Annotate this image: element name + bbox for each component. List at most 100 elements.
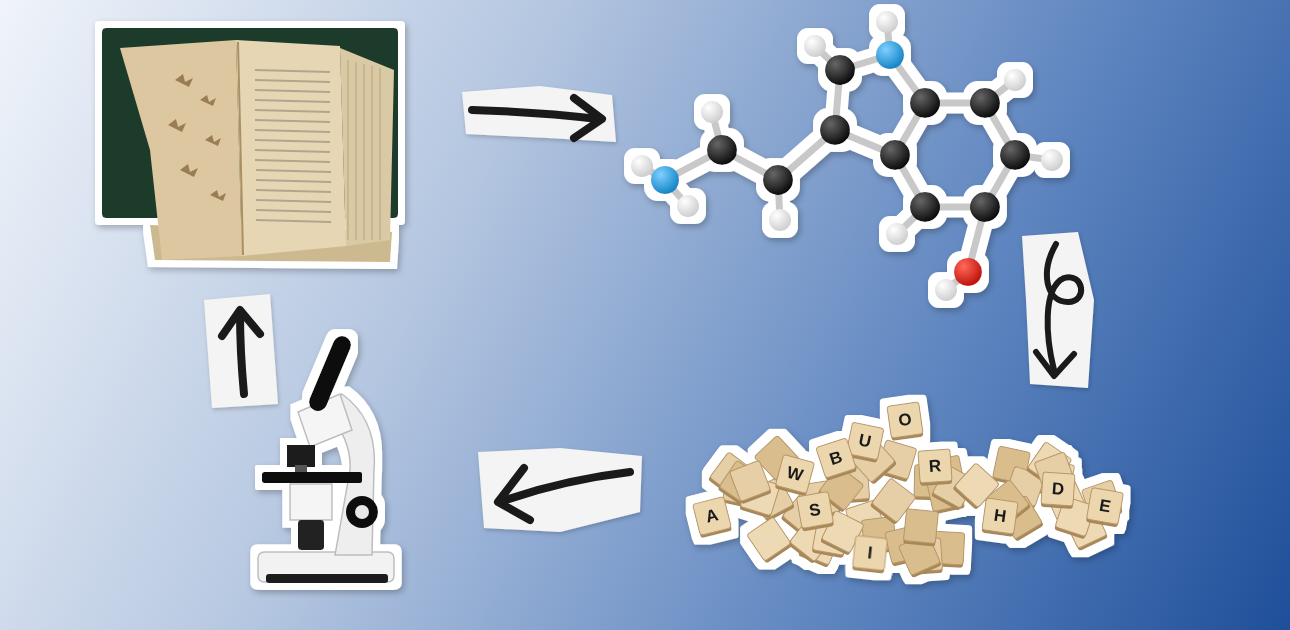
- microscope-picture-part: [318, 345, 342, 402]
- book-picture-part-part: [364, 64, 365, 240]
- molecule-model-part: [825, 55, 855, 85]
- molecule-model-part: [820, 115, 850, 145]
- book-picture-part-part: [200, 95, 216, 106]
- letter-tile-part: [729, 460, 770, 501]
- book-picture-part-part: [255, 100, 330, 102]
- book-picture-part-part: [175, 74, 193, 87]
- book-picture-part-part: [348, 60, 349, 240]
- microscope-picture-part: [346, 496, 378, 528]
- microscope-picture-part: [266, 574, 388, 583]
- tile-letter: O: [897, 411, 912, 430]
- book-picture-part-part: [256, 210, 331, 212]
- molecule-model-part: [1000, 140, 1030, 170]
- book-picture-part-part: [256, 170, 331, 172]
- letter-tile: [1041, 472, 1075, 509]
- molecule-model-part: [970, 192, 1000, 222]
- letter-tile: [852, 535, 887, 573]
- book-picture-part-part: [380, 68, 381, 240]
- letter-tiles-picture: [693, 402, 1124, 578]
- arrow-right-part: [574, 98, 602, 138]
- letter-tile: [816, 438, 857, 481]
- loop-arrow-down-part: [1022, 232, 1094, 388]
- molecule-model-part: [769, 209, 791, 231]
- molecule-model-part: [880, 140, 910, 170]
- book-picture-part-part: [356, 62, 357, 240]
- book-picture: [102, 28, 398, 262]
- arrow-up-part: [204, 294, 278, 408]
- book-picture-part-part: [255, 70, 330, 72]
- book-picture-part-part: [372, 66, 373, 240]
- molecule-model-part: [677, 195, 699, 217]
- arrow-up: [204, 294, 278, 408]
- letter-tile-part: [775, 454, 814, 493]
- book-picture-part: [120, 40, 242, 260]
- molecule-model-part: [935, 279, 957, 301]
- letter-tile-part: [1041, 472, 1075, 506]
- molecule-model-part: [763, 165, 793, 195]
- arrow-right-part: [462, 86, 616, 142]
- letter-tile: [1086, 487, 1124, 527]
- book-picture-part-part: [255, 110, 330, 112]
- letter-tile-part: [903, 509, 938, 544]
- book-picture-part-part: [210, 190, 226, 201]
- book-picture-part-part: [256, 190, 331, 192]
- book-picture-part: [238, 42, 243, 255]
- molecule-model-part: [707, 135, 737, 165]
- letter-tile-part: [816, 438, 856, 478]
- letter-tile: [918, 449, 952, 486]
- book-picture-part-part: [255, 140, 330, 142]
- book-picture-part-part: [256, 220, 331, 222]
- arrow-up-part: [222, 310, 260, 336]
- letter-tile-part: [982, 498, 1018, 534]
- letter-tile: [747, 517, 793, 564]
- molecule-model-part: [886, 223, 908, 245]
- arrow-up-part: [240, 312, 244, 394]
- book-picture-part: [236, 40, 346, 256]
- molecule-model-part: [651, 166, 679, 194]
- microscope-picture: [258, 345, 394, 583]
- tile-letter: D: [1051, 480, 1064, 498]
- loop-arrow-down: [1022, 232, 1094, 388]
- microscope-picture-part: [290, 484, 332, 520]
- molecule-model-part: [642, 22, 1052, 290]
- book-picture-part-part: [168, 119, 186, 132]
- molecule-model-part: [910, 192, 940, 222]
- letter-tile-part: [1086, 487, 1123, 524]
- molecule-model-part: [970, 88, 1000, 118]
- book-picture-part-part: [180, 164, 198, 177]
- book-picture-part: [255, 70, 331, 222]
- tile-letter: H: [993, 507, 1008, 526]
- molecule-model-part: [876, 11, 898, 33]
- book-picture-part-part: [255, 160, 330, 162]
- book-picture-part-part: [205, 135, 221, 146]
- arrow-left-part: [478, 448, 642, 532]
- microscope-picture-part: [355, 505, 369, 519]
- letter-tile: [982, 498, 1019, 537]
- loop-arrow-down-part: [1047, 244, 1081, 370]
- microscope-picture-part: [258, 552, 394, 582]
- molecule-model-part: [701, 101, 723, 123]
- arrow-right: [462, 86, 616, 142]
- microscope-picture-part: [295, 465, 307, 473]
- book-picture-part-part: [256, 180, 331, 182]
- book-picture-part-part: [256, 200, 331, 202]
- microscope-picture-part: [298, 520, 324, 550]
- letter-tile-part: [918, 449, 952, 483]
- molecule-model-part: [631, 155, 653, 177]
- molecule-model-part: [876, 41, 904, 69]
- book-picture-part: [348, 60, 380, 240]
- book-picture-part: [168, 74, 226, 201]
- molecule-model: [631, 11, 1063, 301]
- book-picture-part-part: [255, 90, 330, 92]
- letter-tile-part: [887, 402, 923, 438]
- microscope-picture-part: [287, 445, 315, 467]
- tile-letter: R: [928, 457, 941, 475]
- letter-tile: [693, 497, 733, 539]
- molecule-model-part: [1004, 69, 1026, 91]
- molecule-model-part: [954, 258, 982, 286]
- molecule-model-part: [1041, 149, 1063, 171]
- arrow-right-part: [472, 110, 598, 119]
